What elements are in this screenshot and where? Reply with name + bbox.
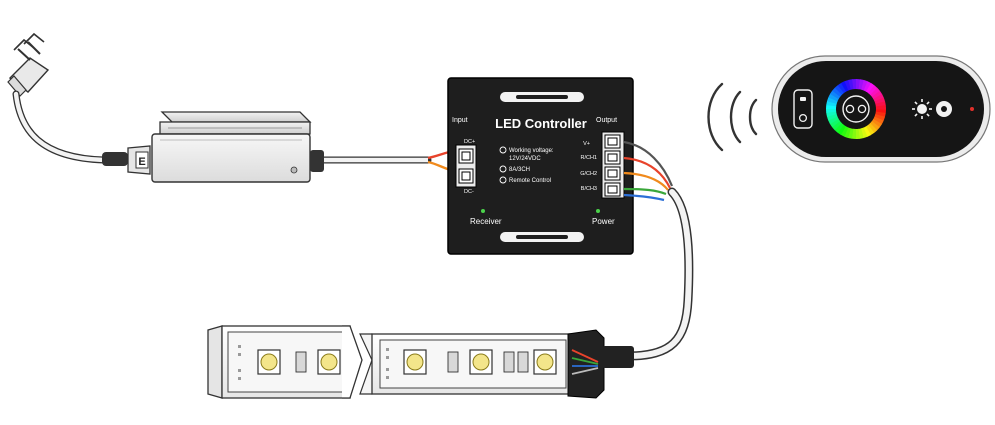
color-wheel-segment[interactable] <box>826 100 837 107</box>
remote-indicator-led <box>970 107 974 111</box>
power-label: Power <box>592 217 615 226</box>
wire-blue <box>623 193 665 202</box>
color-wheel-segment[interactable] <box>847 128 854 139</box>
color-wheel-segment[interactable] <box>837 124 847 135</box>
wireless-signal-icon <box>707 82 758 152</box>
resistor <box>517 351 529 373</box>
color-wheel-segment[interactable] <box>844 79 852 91</box>
color-wheel-segment[interactable] <box>868 85 878 96</box>
spec-working-voltage: Working voltage: <box>509 148 554 154</box>
color-wheel-segment[interactable] <box>841 81 849 92</box>
power-button-icon[interactable] <box>793 89 813 129</box>
color-wheel-segment[interactable] <box>828 93 839 102</box>
color-wheel-segment[interactable] <box>829 118 841 128</box>
wire-red <box>623 156 671 189</box>
power-led <box>596 209 600 213</box>
color-wheel-segment[interactable] <box>830 90 841 100</box>
dc-plus-label: DC+ <box>464 139 475 145</box>
color-wheel-segment[interactable] <box>865 124 875 136</box>
resistor <box>295 351 307 373</box>
color-wheel-segment[interactable] <box>863 81 872 92</box>
color-wheel-segment[interactable] <box>840 126 849 137</box>
color-wheel-segment[interactable] <box>871 90 883 100</box>
color-wheel-segment[interactable] <box>870 87 881 98</box>
spec-voltage-value: 12V/24VDC <box>509 156 541 162</box>
plug-icon <box>7 32 50 97</box>
spec-current: 8A/3CH <box>509 167 530 173</box>
color-wheel-segment[interactable] <box>874 114 885 122</box>
input-label: Input <box>452 117 468 124</box>
led-strip <box>207 325 634 399</box>
power-adapter: E <box>102 111 324 183</box>
rf-touch-remote <box>771 55 991 163</box>
controller-title: LED Controller <box>495 116 587 131</box>
led-chip-icon <box>317 349 341 375</box>
wire-green <box>623 187 667 196</box>
receiver-label: Receiver <box>470 217 502 226</box>
color-wheel-segment[interactable] <box>861 80 869 91</box>
color-wheel-segment[interactable] <box>828 116 839 124</box>
output-terminal-g: G/CH2 <box>580 171 597 177</box>
color-wheel-segment[interactable] <box>827 96 838 104</box>
color-wheel-segment[interactable] <box>843 127 851 138</box>
led-chip-icon <box>469 349 493 375</box>
receiver-led <box>481 209 485 213</box>
led-chip-icon <box>533 349 557 375</box>
color-wheel-segment[interactable] <box>858 79 865 90</box>
color-wheel-segment[interactable] <box>869 121 880 131</box>
led-controller: LED Controller Input DC+ DC- Working vol… <box>447 77 634 255</box>
spec-remote: Remote Control <box>509 178 551 184</box>
brightness-ray <box>914 113 918 117</box>
adapter-indicator <box>290 166 298 174</box>
dc-minus-label: DC- <box>464 189 474 195</box>
wire-orange <box>623 171 669 191</box>
brightness-icon[interactable] <box>912 99 932 119</box>
wheel-center-button[interactable] <box>842 95 870 123</box>
color-wheel-segment[interactable] <box>834 122 844 133</box>
color-wheel-segment[interactable] <box>865 83 875 94</box>
color-wheel-segment[interactable] <box>837 82 847 94</box>
color-wheel-segment[interactable] <box>873 94 884 102</box>
color-wheel-segment[interactable] <box>863 126 871 137</box>
color-wheel-segment[interactable] <box>832 87 843 97</box>
solder-pads <box>238 345 389 380</box>
color-wheel-segment[interactable] <box>875 111 886 118</box>
strip-connector <box>567 329 634 399</box>
color-wheel-segment[interactable] <box>826 113 838 121</box>
resistor <box>447 351 459 373</box>
color-wheel-segment[interactable] <box>831 120 842 131</box>
color-wheel-segment[interactable] <box>871 118 882 128</box>
color-wheel-segment[interactable] <box>874 97 886 105</box>
adapter-logo: E <box>138 156 145 168</box>
color-wheel-segment[interactable] <box>858 128 864 139</box>
output-label: Output <box>596 117 617 124</box>
color-wheel-segment[interactable] <box>875 101 886 107</box>
output-terminal-b: B/CH3 <box>581 186 597 192</box>
color-wheel-segment[interactable] <box>873 116 884 125</box>
color-wheel-segment[interactable] <box>826 111 837 117</box>
resistor <box>503 351 515 373</box>
color-wheel-icon[interactable] <box>826 79 886 139</box>
color-wheel-segment[interactable] <box>834 84 845 95</box>
output-terminal-vplus: V+ <box>583 141 590 147</box>
wire-vplus <box>623 140 674 187</box>
color-wheel-segment[interactable] <box>867 123 878 134</box>
led-chip-icon <box>403 349 427 375</box>
brightness-ray <box>926 101 930 105</box>
color-wheel-segment[interactable] <box>860 127 868 139</box>
color-wheel-segment[interactable] <box>848 79 854 90</box>
brightness-ray <box>914 101 918 105</box>
brightness-ray <box>926 113 930 117</box>
mode-button-icon[interactable] <box>936 101 952 117</box>
output-wires <box>623 140 674 202</box>
output-terminal-r: R/CH1 <box>580 155 597 161</box>
mains-plug <box>7 32 108 164</box>
led-chip-icon <box>257 349 281 375</box>
